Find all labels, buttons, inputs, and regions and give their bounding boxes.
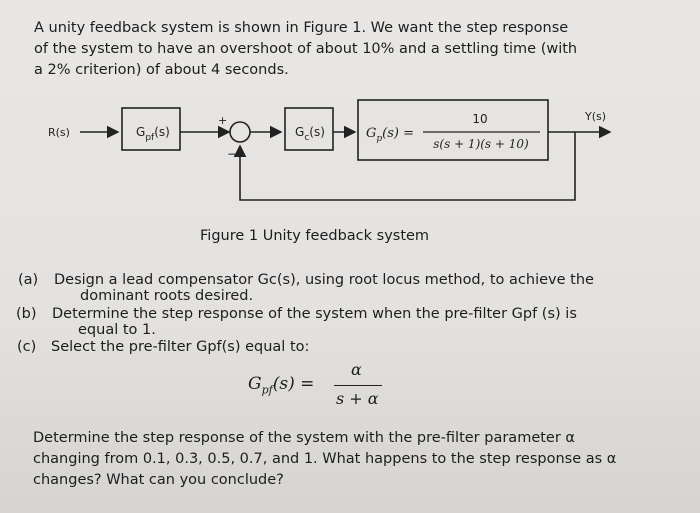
- plant-block: [357, 99, 549, 161]
- formula-fraction-bar: [334, 385, 382, 386]
- feedback-path: [233, 132, 576, 201]
- plant-denominator: s(s + 1)(s + 10): [433, 137, 529, 151]
- conclusion-line-2: changing from 0.1, 0.3, 0.5, 0.7, and 1.…: [33, 451, 617, 467]
- question-b-label: (b): [16, 306, 37, 322]
- question-c: (c) Select the pre-filter Gpf(s) equal t…: [17, 339, 309, 355]
- plant-lhs: Gp(s) =: [366, 126, 414, 144]
- summing-junction: [229, 121, 251, 143]
- formula-lhs: Gpf(s) =: [248, 374, 315, 397]
- question-b-line-1: Determine the step response of the syste…: [52, 306, 577, 322]
- question-a-label: (a): [18, 272, 39, 288]
- block-diagram: R(s) Y(s) Gpf(s) + − Gc(s) Gp(s) = 10 s(…: [48, 99, 612, 201]
- intro-line-2: of the system to have an overshoot of ab…: [34, 41, 578, 57]
- problem-intro: A unity feedback system is shown in Figu…: [34, 18, 577, 81]
- conclusion-line-3: changes? What can you conclude?: [33, 472, 284, 488]
- formula-numerator: α: [351, 360, 362, 379]
- question-c-line-1: Select the pre-filter Gpf(s) equal to:: [51, 339, 310, 355]
- prefilter-label: Gpf(s): [136, 125, 170, 143]
- output-label: Y(s): [584, 110, 606, 123]
- question-b-line-2: equal to 1.: [78, 322, 156, 338]
- plant-numerator: 10: [472, 112, 487, 126]
- question-a-line-1: Design a lead compensator Gc(s), using r…: [54, 272, 594, 288]
- question-b: (b) Determine the step response of the s…: [16, 306, 577, 338]
- plus-sign: +: [218, 114, 227, 127]
- question-a: (a) Design a lead compensator Gc(s), usi…: [18, 272, 594, 304]
- controller-label: Gc(s): [295, 125, 325, 143]
- formula-denominator: s + α: [336, 389, 379, 408]
- figure-caption: Figure 1 Unity feedback system: [200, 228, 430, 244]
- question-c-label: (c): [17, 339, 37, 355]
- intro-line-3: a 2% criterion) of about 4 seconds.: [34, 62, 289, 78]
- question-a-line-2: dominant roots desired.: [80, 288, 254, 304]
- controller-block: [284, 107, 334, 151]
- conclusion-paragraph: Determine the step response of the syste…: [33, 428, 616, 491]
- prefilter-block: [121, 107, 181, 151]
- input-label: R(s): [48, 126, 70, 139]
- intro-line-1: A unity feedback system is shown in Figu…: [34, 20, 569, 36]
- minus-sign: −: [227, 147, 237, 161]
- conclusion-line-1: Determine the step response of the syste…: [33, 430, 575, 446]
